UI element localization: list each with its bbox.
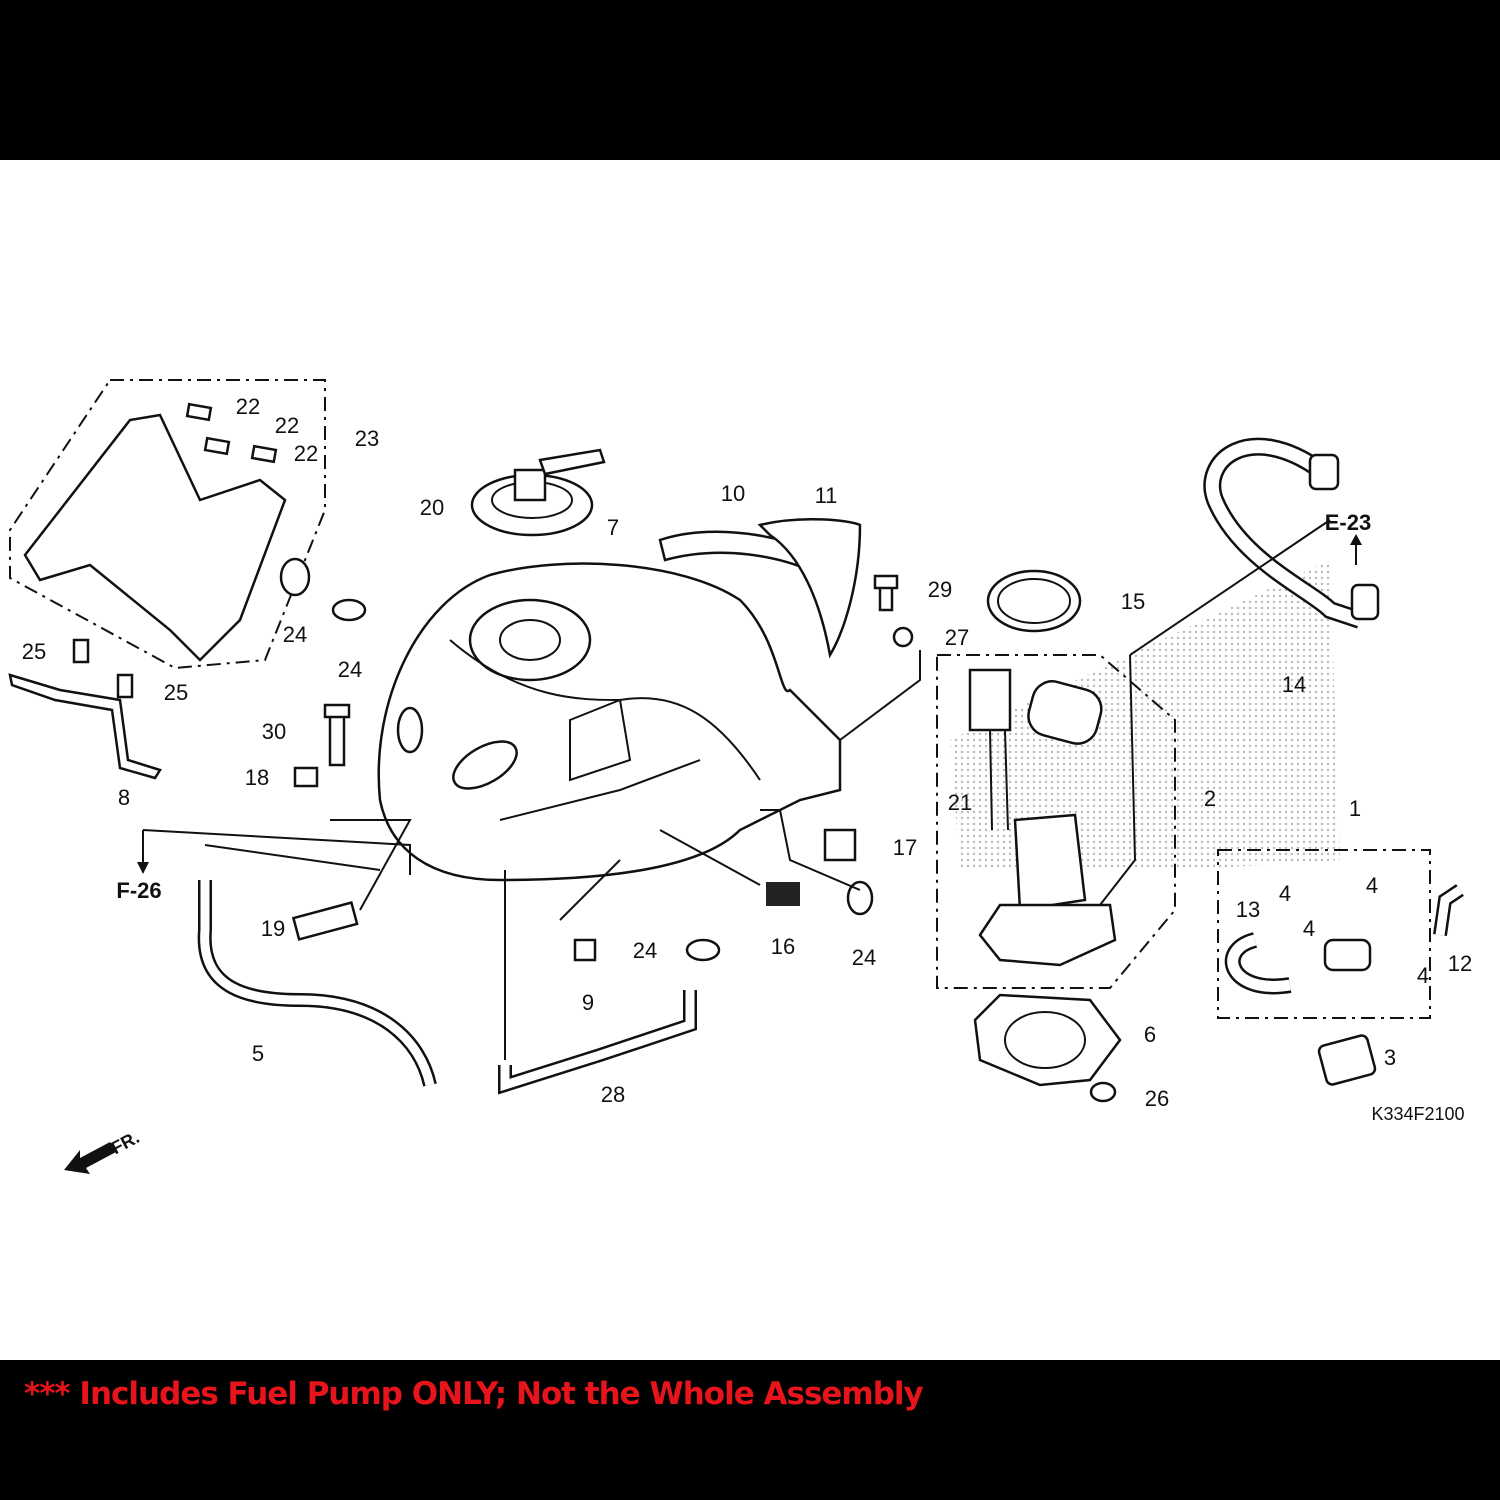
callout-26: 26: [1145, 1086, 1169, 1111]
callout-15: 15: [1121, 589, 1145, 614]
gasket-part: [973, 993, 1122, 1087]
callout-23: 23: [355, 426, 379, 451]
callout-27: 27: [945, 625, 969, 650]
callout-9: 9: [582, 990, 594, 1015]
callout-1: 1: [1349, 796, 1361, 821]
diagram-code: K334F2100: [1371, 1104, 1464, 1124]
fuel-tank-part: [377, 562, 842, 882]
callout-11: 11: [815, 483, 838, 508]
ref-e23-label: E-23: [1325, 510, 1371, 535]
bracket-part: [8, 673, 162, 780]
bolt-parts: [72, 574, 914, 788]
callout-21: 21: [948, 790, 972, 815]
tank-strip-part-2: [757, 518, 862, 659]
callout-4: 4: [1279, 881, 1291, 906]
callout-12: 12: [1448, 951, 1472, 976]
callout-20: 20: [420, 495, 444, 520]
callout-10: 10: [721, 481, 745, 506]
front-arrow-icon: [64, 1142, 116, 1174]
callout-3: 3: [1384, 1045, 1396, 1070]
callout-24: 24: [283, 622, 307, 647]
callout-5: 5: [252, 1041, 264, 1066]
callout-2: 2: [1204, 786, 1216, 811]
ref-f26-label: F-26: [116, 878, 161, 903]
callout-7: 7: [607, 515, 619, 540]
callout-29: 29: [928, 577, 952, 602]
callout-8: 8: [118, 785, 130, 810]
callout-18: 18: [245, 765, 269, 790]
shaded-region: [950, 560, 1340, 870]
callout-19: 19: [261, 916, 285, 941]
clip-part: [291, 901, 359, 941]
seal-ring-part: [986, 569, 1082, 633]
callout-17: 17: [893, 835, 917, 860]
callout-28: 28: [601, 1082, 625, 1107]
callout-4: 4: [1366, 873, 1378, 898]
callout-4: 4: [1417, 963, 1429, 988]
fuel-filter-part: [1217, 849, 1464, 1019]
callout-16: 16: [771, 934, 795, 959]
callout-30: 30: [262, 719, 286, 744]
callout-25: 25: [22, 639, 46, 664]
callout-24: 24: [852, 945, 876, 970]
grommet-parts: [279, 557, 1117, 1103]
disclaimer-banner: *** Includes Fuel Pump ONLY; Not the Who…: [24, 1376, 924, 1412]
callout-4: 4: [1303, 916, 1315, 941]
callout-6: 6: [1144, 1022, 1156, 1047]
callout-14: 14: [1282, 672, 1306, 697]
tank-cover-part: [9, 379, 326, 670]
callout-25: 25: [164, 680, 188, 705]
callout-24: 24: [633, 938, 657, 963]
callout-22: 22: [294, 441, 318, 466]
callout-24: 24: [338, 657, 362, 682]
connector-part: [1317, 1034, 1377, 1086]
fuel-cap-part: [470, 448, 606, 537]
callout-22: 22: [275, 413, 299, 438]
callout-13: 13: [1236, 897, 1260, 922]
leader-lines: [142, 519, 1331, 1060]
callout-22: 22: [236, 394, 260, 419]
fuel-pump-part: [936, 654, 1176, 989]
